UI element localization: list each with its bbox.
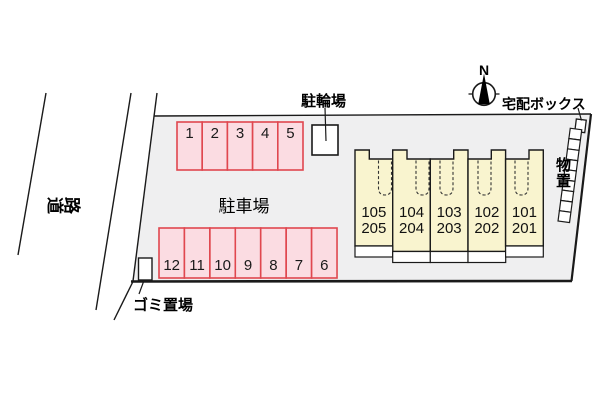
parking-space-number: 10 xyxy=(214,257,231,274)
parking-space-number: 9 xyxy=(243,257,253,274)
building-row xyxy=(354,149,544,264)
site-top-edge xyxy=(153,113,592,117)
parking-space-number: 1 xyxy=(185,125,194,142)
road-left-edge-line xyxy=(17,92,47,256)
storage-label: 物置 xyxy=(554,157,571,189)
site-bottom-edge xyxy=(130,279,573,283)
parking-space-number: 8 xyxy=(269,257,278,274)
entry-path-dashed xyxy=(415,160,430,196)
entry-path-dashed xyxy=(377,160,393,196)
delivery-leader-line xyxy=(577,107,583,121)
parking-space-rect xyxy=(310,227,338,279)
unit-number-label: 101 201 xyxy=(506,205,544,236)
unit-number-label: 105 205 xyxy=(355,205,393,236)
building-unit-porch xyxy=(505,245,544,258)
parking-space-rect xyxy=(259,227,287,279)
compass-needle xyxy=(478,73,490,105)
bicycle-leader-line xyxy=(324,107,327,142)
parking-space-number: 4 xyxy=(261,125,270,142)
parking-space-rect xyxy=(158,227,186,279)
unit-2f-number: 202 xyxy=(474,219,500,237)
parking-space-number: 12 xyxy=(163,257,181,274)
unit-2f-number: 203 xyxy=(436,219,462,237)
parking-space-number: 5 xyxy=(286,125,295,142)
entry-path-dashed xyxy=(477,160,492,196)
unit-2f-number: 205 xyxy=(361,219,387,237)
garbage-area-label: ゴミ置場 xyxy=(133,297,194,314)
compass-icon xyxy=(468,73,500,107)
entry-path-dashed xyxy=(514,160,529,196)
unit-1f-number: 103 xyxy=(436,204,462,221)
parking-row-bottom xyxy=(158,227,338,279)
building-unit-porch xyxy=(392,250,432,264)
parking-space-rect xyxy=(276,121,304,171)
parking-space-number: 11 xyxy=(189,257,205,274)
road-label: 道路 xyxy=(45,197,81,214)
building-unit-porch xyxy=(429,250,469,264)
unit-2f-number: 204 xyxy=(399,219,425,237)
unit-1f-number: 101 xyxy=(511,204,537,221)
parking-space-rect xyxy=(183,227,211,279)
storage-units xyxy=(557,127,583,224)
site-right-edge xyxy=(570,113,593,282)
bicycle-parking-box xyxy=(311,124,339,156)
unit-1f-number: 102 xyxy=(474,204,500,221)
parking-row-top xyxy=(176,121,304,171)
delivery-box-label: 宅配ボックス xyxy=(502,96,586,112)
unit-number-label: 102 202 xyxy=(468,205,506,236)
building-unit-porch xyxy=(354,245,394,258)
parking-space-rect xyxy=(226,121,254,171)
parking-space-rect xyxy=(176,121,204,171)
unit-number-label: 104 204 xyxy=(393,205,431,236)
site-left-edge-extension xyxy=(113,281,134,321)
unit-number-label: 103 203 xyxy=(430,205,468,236)
building-unit-porch xyxy=(467,250,507,264)
unit-1f-number: 105 xyxy=(361,204,387,221)
bicycle-parking-label: 駐輪場 xyxy=(301,93,347,110)
road-right-edge-line xyxy=(95,92,132,311)
parking-space-number: 3 xyxy=(235,125,245,142)
parking-space-rect xyxy=(251,121,279,171)
entry-path-dashed xyxy=(439,160,454,196)
garbage-leader-line xyxy=(138,280,145,295)
site-left-edge xyxy=(132,92,158,282)
garbage-box xyxy=(137,257,153,281)
unit-1f-number: 104 xyxy=(399,204,425,221)
parking-space-number: 7 xyxy=(294,257,304,274)
storage-unit-box xyxy=(557,210,572,224)
parking-space-number: 2 xyxy=(210,125,219,142)
compass-n-label: N xyxy=(478,62,490,78)
unit-2f-number: 201 xyxy=(511,219,537,237)
parking-space-rect xyxy=(285,227,313,279)
parking-space-rect xyxy=(209,227,237,279)
parking-area-label: 駐車場 xyxy=(218,197,270,216)
parking-space-number: 6 xyxy=(320,257,329,274)
